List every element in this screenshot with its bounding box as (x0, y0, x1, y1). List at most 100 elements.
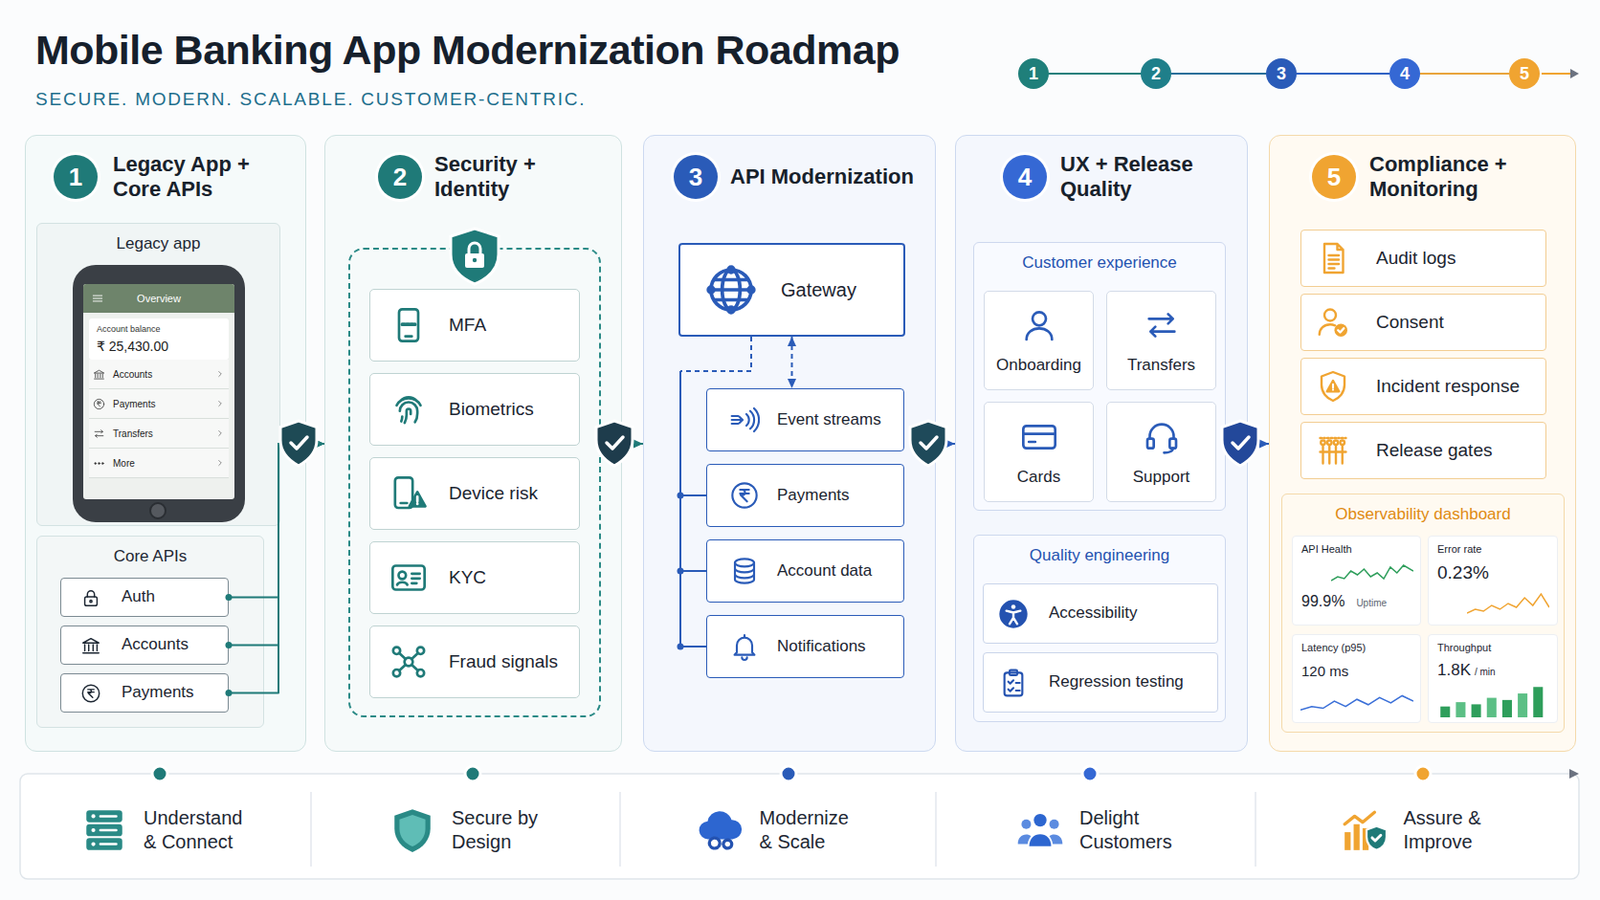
bar-chart-part (1533, 687, 1543, 718)
pillar-cell: Modernize & Scale (622, 784, 934, 877)
phone-screen: OverviewAccount balance₹ 25,430.00Accoun… (83, 284, 235, 500)
idcard-icon-part (392, 566, 424, 591)
rupee-icon (92, 398, 106, 411)
dots-icon-part (94, 462, 97, 465)
progress-arrow-tail-part (1541, 72, 1572, 75)
compliance-item: Audit logs (1300, 229, 1547, 288)
metric-value: 99.9% (1301, 593, 1345, 611)
step-number: 5 (1519, 65, 1530, 83)
security-item: Biometrics (369, 373, 580, 446)
rupee-icon-part (93, 399, 104, 409)
phase-badge: 2 (377, 155, 423, 200)
tagline: SECURE. MODERN. SCALABLE. CUSTOMER-CENTR… (35, 88, 586, 111)
bank-icon-part (94, 370, 105, 379)
phase-panel: API Modernization3GatewayEvent streamsPa… (643, 134, 936, 753)
group-title: Core APIs (37, 536, 264, 567)
swap-icon (92, 427, 106, 441)
pillar-cell: Assure & Improve (1257, 784, 1578, 877)
bottom-strip-part (1082, 766, 1098, 782)
item-label: Regression testing (1048, 672, 1212, 692)
connector (935, 440, 956, 449)
bottom-strip-part (311, 792, 1256, 867)
swarn-icon-part (1321, 372, 1345, 401)
group-box: Quality engineeringAccessibilityRegressi… (973, 534, 1226, 723)
swarn-icon-part (1327, 380, 1340, 392)
chev-icon (215, 428, 225, 439)
arrowhead (945, 440, 956, 449)
dots-icon (92, 457, 106, 470)
pillar-label: Delight Customers (1079, 806, 1176, 855)
group-title: Customer experience (974, 243, 1225, 273)
finger-icon (389, 390, 428, 429)
gateway-box: Gateway (678, 243, 906, 337)
metric-card: Latency (p95)120 ms (1291, 634, 1422, 724)
home-button (149, 502, 167, 520)
clip-icon (998, 667, 1029, 699)
lock-shield-part (465, 253, 485, 268)
badge-number: 1 (68, 164, 83, 190)
connector-line (1048, 72, 1141, 75)
menu-row: Accounts (88, 359, 229, 390)
balance-value: ₹ 25,430.00 (96, 338, 222, 355)
globe-icon-part (711, 269, 752, 311)
menu-icon (90, 291, 105, 306)
compliance-item: Release gates (1300, 422, 1547, 480)
sparkline (1466, 588, 1550, 618)
pillar-cell: Understand & Connect (22, 784, 310, 877)
user-icon (1020, 306, 1059, 345)
tile-label: Support (1133, 467, 1191, 488)
idcard-icon (389, 558, 428, 598)
item-label: Account data (777, 561, 898, 581)
card-icon (1020, 418, 1059, 457)
connector (1171, 73, 1267, 75)
bottom-strip-part (1569, 769, 1579, 779)
metric-value: 0.23% (1437, 562, 1549, 584)
metric-label: Error rate (1437, 543, 1549, 556)
item-label: KYC (448, 567, 574, 590)
cloudgear-icon-part (709, 838, 720, 849)
ucheck-icon (1315, 305, 1351, 340)
item-label: Payments (777, 486, 898, 506)
sparkline-part (1331, 565, 1414, 581)
metric-unit: Uptime (1355, 598, 1387, 609)
pillar-label: Modernize & Scale (759, 806, 861, 855)
swap-icon (1142, 306, 1181, 345)
rupee-icon-part (732, 483, 756, 508)
lock-icon-part (85, 597, 98, 606)
access-icon-part (1006, 610, 1022, 624)
db-icon-part (734, 558, 755, 567)
menu-label: More (112, 458, 216, 469)
access-icon-part (1011, 604, 1017, 610)
server-icon (80, 806, 129, 855)
metric-row: 99.9% Uptime (1301, 593, 1412, 611)
swarn-icon (1315, 369, 1351, 404)
phase-panel: Security + Identity2MFABiometricsDevice … (324, 134, 623, 753)
bar-chart-part (1502, 700, 1512, 718)
server-icon-part-part (90, 828, 95, 833)
arrowhead (314, 440, 325, 449)
item-label: Biometrics (448, 399, 574, 422)
item-label: Consent (1376, 311, 1540, 334)
connector (1420, 73, 1510, 75)
quality-item: Regression testing (982, 652, 1219, 713)
bank-icon (92, 368, 106, 381)
diagram-title: Mobile Banking App Modernization Roadmap (35, 26, 900, 74)
security-item: Device risk (369, 457, 580, 531)
connector (1247, 440, 1269, 449)
panel-heading: Compliance + Monitoring (1369, 152, 1533, 203)
lock-icon-part (87, 590, 94, 597)
item-label: Gateway (780, 278, 898, 302)
phase-panel: Legacy App + Core APIs1Legacy appOvervie… (24, 134, 307, 753)
badge-number: 3 (688, 164, 703, 190)
pillar-label: Assure & Improve (1403, 806, 1495, 855)
idcard-icon-part (397, 574, 421, 586)
arrowhead (314, 440, 325, 449)
globe-icon (704, 263, 758, 317)
shieldbig-icon (388, 806, 437, 855)
connector-line (1420, 72, 1510, 75)
rupee-icon-part (82, 685, 99, 702)
tile-label: Cards (1017, 467, 1061, 488)
experience-tile: Support (1106, 401, 1217, 503)
group-title: Legacy app (37, 223, 280, 254)
gates-icon-part (1320, 441, 1326, 446)
